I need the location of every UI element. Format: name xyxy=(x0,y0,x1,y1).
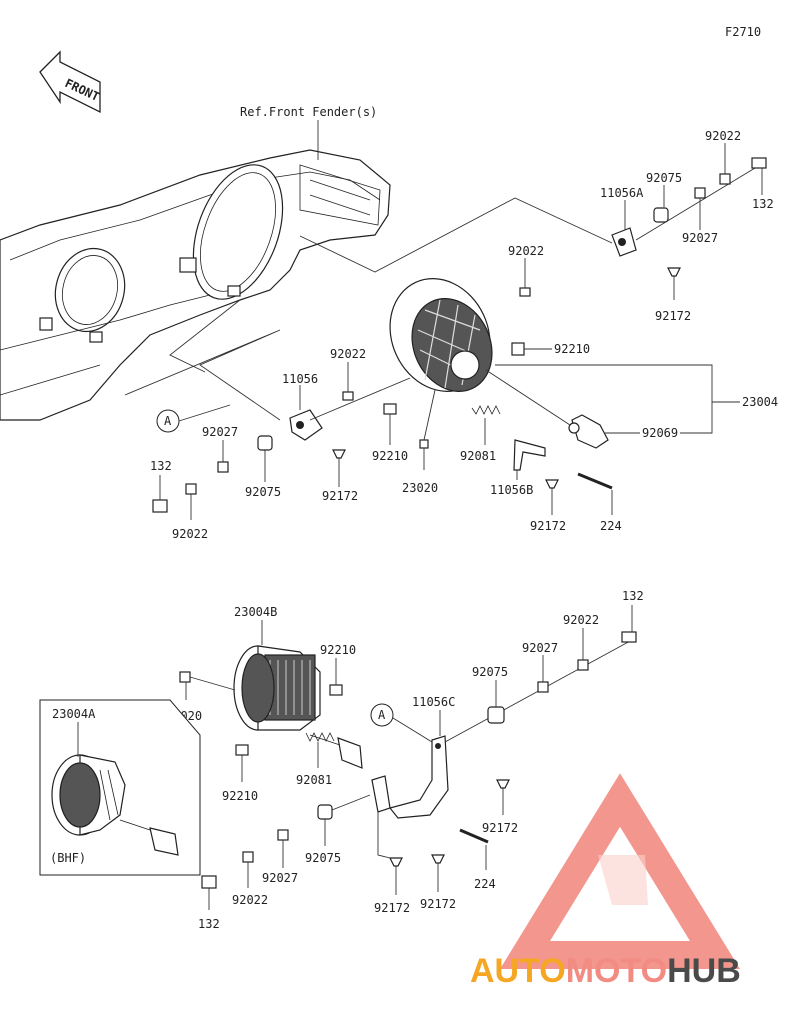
part-23004: 23004 xyxy=(742,395,778,409)
part-92027-upper-b: 92027 xyxy=(202,425,238,439)
part-92022-upper-a: 92022 xyxy=(705,129,741,143)
part-92210-lower-a: 92210 xyxy=(320,643,356,657)
part-224-lower: 224 xyxy=(474,877,496,891)
part-92172-lower-a: 92172 xyxy=(482,821,518,835)
front-fairing xyxy=(0,149,391,421)
watermark-logo: AUTOMOTOHUB xyxy=(470,773,741,990)
watermark-auto: AUTO xyxy=(470,952,566,990)
part-11056: 11056 xyxy=(282,372,318,386)
headlight-unit-23004 xyxy=(389,278,493,392)
bracket-11056C xyxy=(371,735,449,819)
part-92022-upper-b: 92022 xyxy=(508,244,544,258)
part-132-lower-a: 132 xyxy=(622,589,644,603)
inset-bhf-box xyxy=(39,699,201,876)
part-23004B: 23004B xyxy=(234,605,277,619)
part-92075-lower-a: 92075 xyxy=(472,665,508,679)
front-arrow-icon: FRONT xyxy=(39,50,101,114)
callout-a-upper: A xyxy=(164,414,172,428)
diagram-code: F2710 xyxy=(725,25,761,39)
svg-text:AUTOMOTOHUB: AUTOMOTOHUB xyxy=(470,952,741,990)
part-92022-upper-d: 92022 xyxy=(172,527,208,541)
bhf-label: (BHF) xyxy=(50,851,86,865)
part-92210-upper-b: 92210 xyxy=(372,449,408,463)
part-92075-upper-b: 92075 xyxy=(245,485,281,499)
part-23004A: 23004A xyxy=(52,707,96,721)
bracket-11056 xyxy=(289,409,323,441)
bracket-11056B xyxy=(513,439,546,471)
part-92172-upper-c: 92172 xyxy=(530,519,566,533)
part-92172-upper-b: 92172 xyxy=(322,489,358,503)
part-132-lower-b: 132 xyxy=(198,917,220,931)
bulb-92069 xyxy=(568,414,609,449)
part-132-upper-b: 132 xyxy=(150,459,172,473)
part-11056C: 11056C xyxy=(412,695,455,709)
part-92069: 92069 xyxy=(642,426,678,440)
ref-front-fender-label: Ref.Front Fender(s) xyxy=(240,105,377,119)
callout-a-lower: A xyxy=(378,708,386,722)
part-132-upper-a: 132 xyxy=(752,197,774,211)
watermark-moto: MOTO xyxy=(566,952,667,990)
part-92172-upper-a: 92172 xyxy=(655,309,691,323)
part-11056B: 11056B xyxy=(490,483,533,497)
part-224-upper: 224 xyxy=(600,519,622,533)
part-11056A: 11056A xyxy=(600,186,644,200)
part-92022-lower-b: 92022 xyxy=(232,893,268,907)
part-92027-lower-a: 92027 xyxy=(522,641,558,655)
part-92022-lower-a: 92022 xyxy=(563,613,599,627)
part-92075-lower-b: 92075 xyxy=(305,851,341,865)
part-92210-lower-b: 92210 xyxy=(222,789,258,803)
headlight-unit-23004B xyxy=(233,645,321,731)
bracket-11056A xyxy=(611,227,637,257)
part-92027-lower-b: 92027 xyxy=(262,871,298,885)
part-92081-upper: 92081 xyxy=(460,449,496,463)
part-23020-upper: 23020 xyxy=(402,481,438,495)
part-92172-lower-c: 92172 xyxy=(420,897,456,911)
part-92027-upper-a: 92027 xyxy=(682,231,718,245)
part-92081-lower: 92081 xyxy=(296,773,332,787)
part-92022-upper-c: 92022 xyxy=(330,347,366,361)
watermark-hub: HUB xyxy=(667,952,741,990)
part-92075-upper-a: 92075 xyxy=(646,171,682,185)
part-92172-lower-b: 92172 xyxy=(374,901,410,915)
part-92210-upper-a: 92210 xyxy=(554,342,590,356)
